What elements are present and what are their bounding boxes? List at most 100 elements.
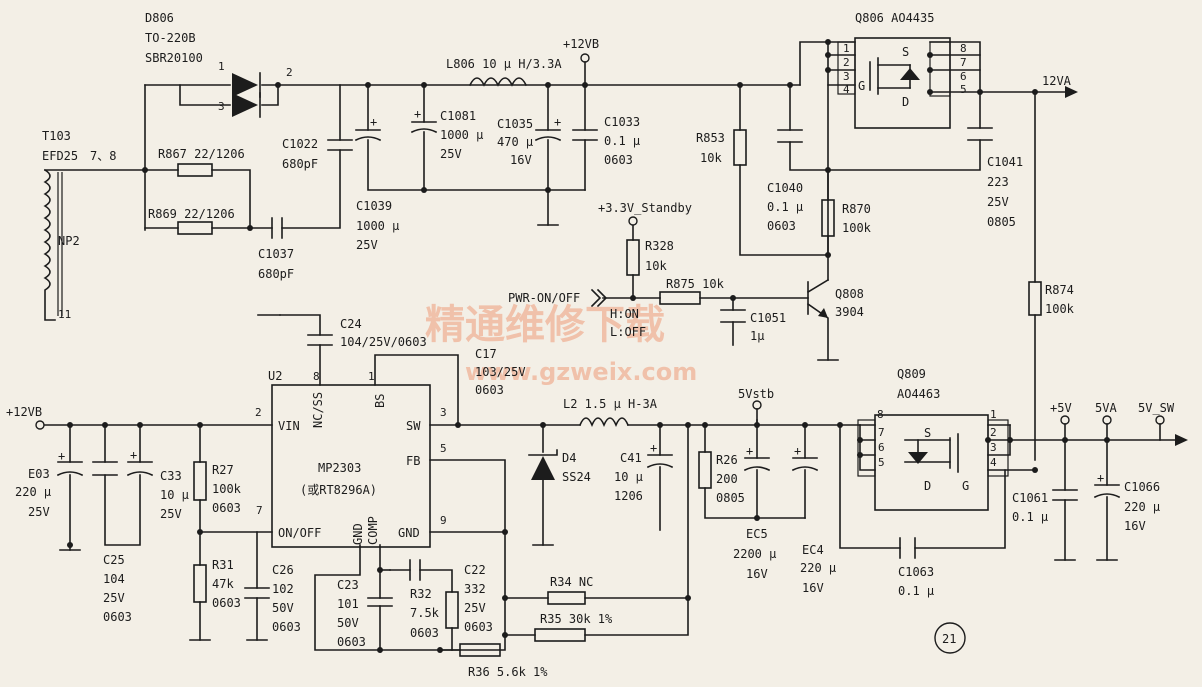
label-ec5-v: 2200 μ (733, 547, 776, 561)
label-q808-v: 3904 (835, 305, 864, 319)
label-c22-v3: 0603 (464, 620, 493, 634)
label-c1033-v2: 0603 (604, 153, 633, 167)
label-r853: R853 (696, 131, 725, 145)
pin: 8 (960, 42, 967, 55)
pin-label: GND (351, 523, 365, 545)
label-c1041-v2: 25V (987, 195, 1009, 209)
pin-g: G (962, 479, 969, 493)
label-c22-v: 332 (464, 582, 486, 596)
label-r27-v2: 0603 (212, 501, 241, 515)
label-c24-v: 104/25V/0603 (340, 335, 427, 349)
label-c1040: C1040 (767, 181, 803, 195)
label-r26: R26 (716, 453, 738, 467)
pin: 6 (878, 441, 885, 454)
label-c41: C41 (620, 451, 642, 465)
pin-label: SW (406, 419, 421, 433)
pin-label: FB (406, 454, 420, 468)
pin: 1 (368, 370, 375, 383)
label-r26-v2: 0805 (716, 491, 745, 505)
label-d4: D4 (562, 451, 576, 465)
svg-text:+: + (58, 449, 65, 463)
svg-text:+: + (1097, 471, 1104, 485)
label-r32-v2: 0603 (410, 626, 439, 640)
pin: 1 (843, 42, 850, 55)
label-c1041-v: 223 (987, 175, 1009, 189)
label-l-off: L:OFF (610, 325, 646, 339)
watermark-cn: 精通维修下载 (425, 302, 665, 348)
label-c1033: C1033 (604, 115, 640, 129)
pin: 1 (990, 408, 997, 421)
label-c1022: C1022 (282, 137, 318, 151)
label-c1035-v: 470 μ (497, 135, 533, 149)
label-c26-v3: 0603 (272, 620, 301, 634)
label-c1035: C1035 (497, 117, 533, 131)
label-r27: R27 (212, 463, 234, 477)
label-ec5-v2: 16V (746, 567, 768, 581)
label-c1035-v2: 16V (510, 153, 532, 167)
pin: 5 (878, 456, 885, 469)
label-c33-v2: 25V (160, 507, 182, 521)
pin: 9 (440, 514, 447, 527)
label-c1037: C1037 (258, 247, 294, 261)
label-c33-v: 10 μ (160, 488, 189, 502)
label-c1061: C1061 (1012, 491, 1048, 505)
bottom-wires (39, 314, 1176, 651)
label-r32-v: 7.5k (410, 606, 440, 620)
pin: 2 (286, 66, 293, 79)
label-c1040-v2: 0603 (767, 219, 796, 233)
pin: 3 (440, 406, 447, 419)
label-c1041-v3: 0805 (987, 215, 1016, 229)
label-c23-v2: 50V (337, 616, 359, 630)
label-c1039-v: 1000 μ (356, 219, 399, 233)
label-c25-v: 104 (103, 572, 125, 586)
label-e03: E03 (28, 467, 50, 481)
label-r328-v: 10k (645, 259, 667, 273)
label-c1033-v: 0.1 μ (604, 134, 640, 148)
label-c41-v: 10 μ (614, 470, 643, 484)
label-net-5va: 5VA (1095, 401, 1117, 415)
pin: 7 (960, 56, 967, 69)
label-r27-v: 100k (212, 482, 242, 496)
pin: 4 (843, 83, 850, 96)
label-c26-v2: 50V (272, 601, 294, 615)
pin: 8 (313, 370, 320, 383)
label-c1051: C1051 (750, 311, 786, 325)
label-q806: Q806 AO4435 (855, 11, 934, 25)
pin: 5 (440, 442, 447, 455)
label-ec4-v: 220 μ (800, 561, 836, 575)
label-net-12va: 12VA (1042, 74, 1072, 88)
label-c1081-v2: 25V (440, 147, 462, 161)
label-d806-pkg: TO-220B (145, 31, 196, 45)
label-r34: R34 NC (550, 575, 593, 589)
label-q809-v: AO4463 (897, 387, 940, 401)
label-ec4: EC4 (802, 543, 824, 557)
pin-d: D (902, 95, 909, 109)
label-net-12vb-left: +12VB (6, 405, 42, 419)
figure-number: 21 (942, 632, 956, 646)
label-q809: Q809 (897, 367, 926, 381)
label-d806-part: SBR20100 (145, 51, 203, 65)
label-c1022-v: 680pF (282, 157, 318, 171)
pin-s: S (924, 426, 931, 440)
pin-d: D (924, 479, 931, 493)
label-np2: NP2 (58, 234, 80, 248)
label-c17-v: 103/25V (475, 365, 526, 379)
label-c41-v2: 1206 (614, 489, 643, 503)
label-c1066-v: 220 μ (1124, 500, 1160, 514)
label-r867: R867 22/1206 (158, 147, 245, 161)
label-ec5: EC5 (746, 527, 768, 541)
label-r31-v: 47k (212, 577, 234, 591)
label-c1081: C1081 (440, 109, 476, 123)
label-c25-v3: 0603 (103, 610, 132, 624)
pin-label: ON/OFF (278, 526, 321, 540)
svg-text:+: + (746, 444, 753, 458)
label-e03-v2: 25V (28, 505, 50, 519)
junctions (35, 39, 1188, 654)
label-c23-v3: 0603 (337, 635, 366, 649)
label-r32: R32 (410, 587, 432, 601)
label-q808: Q808 (835, 287, 864, 301)
pin-label: NC/SS (311, 392, 325, 428)
pin: 4 (990, 456, 997, 469)
svg-text:+: + (414, 107, 421, 121)
